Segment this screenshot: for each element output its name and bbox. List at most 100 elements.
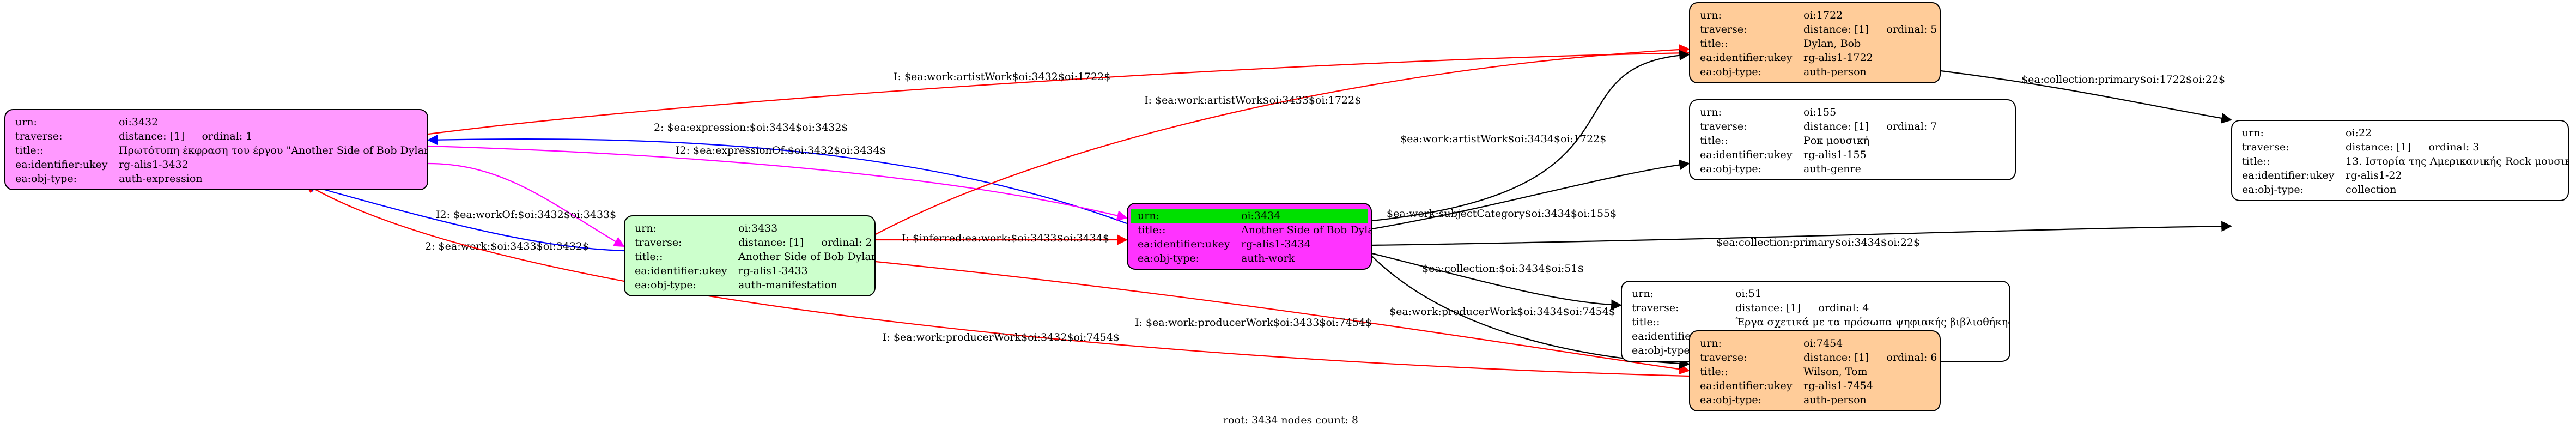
- node-field-value-part: auth-manifestation: [738, 279, 837, 291]
- node-row: ea:obj-type:auth-manifestation: [625, 278, 874, 292]
- node-field-value-part: collection: [2346, 184, 2397, 196]
- node-field-value-part: ordinal: 7: [1886, 120, 1937, 132]
- edge-3432-to-1722: [428, 47, 1690, 135]
- node-field-value-part: distance: [1]: [1803, 23, 1869, 35]
- node-field-value-part: distance: [1]: [738, 237, 804, 249]
- node-field-value: auth-work: [1241, 252, 1295, 264]
- node-field-value-part: auth-person: [1803, 394, 1867, 406]
- node-row: urn: oi:51: [1622, 287, 2009, 301]
- node-field-value-part: oi:51: [1735, 288, 1762, 300]
- node-field-value-part: auth-expression: [119, 173, 203, 185]
- node-field-value: Dylan, Bob: [1803, 38, 1861, 50]
- node-field-value-part: Έργα σχετικά με τα πρόσωπα ψηφιακής βιβλ…: [1735, 316, 2010, 328]
- edge-3433-to-7454: [875, 261, 1690, 375]
- node-row: title::Wilson, Tom: [1690, 365, 1940, 379]
- node-7454[interactable]: urn: oi:7454 traverse: distance: [1]ordinal…: [1689, 330, 1941, 411]
- node-field-key: title::: [1700, 38, 1728, 50]
- node-row: traverse: distance: [1] ordinal: 7: [1690, 119, 2015, 134]
- edge-label: I: $inferred:ea:work:$oi:3433$oi:3434$: [902, 232, 1109, 244]
- node-field-value: rg-alis1-7454: [1803, 380, 1873, 392]
- node-field-value: rg-alis1-3432: [119, 159, 189, 171]
- node-field-value-part: oi:7454: [1803, 337, 1843, 349]
- edge-label: $ea:collection:primary$oi:3434$oi:22$: [1716, 237, 1920, 249]
- node-field-value: Another Side of Bob Dylan: [1241, 224, 1371, 236]
- node-field-value: oi:1722: [1803, 9, 1843, 21]
- node-field-key: urn:: [1632, 288, 1654, 300]
- edge-3434-to-3432: [427, 134, 1127, 225]
- node-field-value-part: oi:22: [2346, 127, 2372, 139]
- edge-1722-to-22: [1940, 70, 2232, 124]
- node-field-value-part: oi:3432: [119, 116, 159, 128]
- node-row: title::Another Side of Bob Dylan: [625, 250, 874, 264]
- edge-label: I: $ea:work:producerWork$oi:3432$oi:7454…: [883, 331, 1120, 343]
- node-field-value: distance: [1]ordinal: 1: [119, 130, 252, 142]
- node-field-value-part: rg-alis1-1722: [1803, 52, 1873, 64]
- edge-label: I: $ea:work:artistWork$oi:3433$oi:1722$: [1144, 94, 1361, 106]
- node-row: ea:obj-type:auth-genre: [1690, 162, 2015, 176]
- node-field-value-part: distance: [1]: [1803, 120, 1869, 132]
- node-row: urn:oi:155: [1690, 105, 2015, 119]
- node-field-key: urn:: [2242, 127, 2264, 139]
- node-field-value: Wilson, Tom: [1803, 366, 1868, 378]
- node-field-key: ea:obj-type:: [1700, 66, 1762, 78]
- node-row: urn: oi:7454: [1690, 336, 1940, 350]
- node-field-key: traverse:: [1700, 352, 1747, 364]
- node-field-key: ea:obj-type:: [1138, 252, 1200, 264]
- node-row: ea:obj-type:auth-person: [1690, 393, 1940, 407]
- node-row: traverse:distance: [1]ordinal: 3: [2232, 140, 2568, 154]
- node-field-value-part: rg-alis1-155: [1803, 149, 1867, 161]
- node-field-key: title::: [635, 251, 663, 263]
- edges-layer: I: $ea:work:artistWork$oi:3432$oi:1722$2…: [304, 44, 2232, 377]
- node-field-key: traverse:: [635, 237, 682, 249]
- edge-3434-to-155: [1371, 159, 1690, 230]
- node-field-value: rg-alis1-22: [2346, 169, 2402, 181]
- edge-3434-to-1722: [1371, 50, 1690, 222]
- node-field-value: collection: [2346, 184, 2397, 196]
- node-field-value-part: Dylan, Bob: [1803, 38, 1861, 50]
- node-field-key: title::: [1700, 366, 1728, 378]
- node-field-value-part: ordinal: 2: [821, 237, 872, 249]
- node-row: title::Πρωτότυπη έκφραση του έργου "Anot…: [5, 143, 427, 158]
- node-field-key: urn:: [1700, 337, 1722, 349]
- node-field-key: urn:: [635, 222, 657, 234]
- node-field-value-part: Another Side of Bob Dylan: [738, 251, 876, 263]
- node-field-value-part: distance: [1]: [2346, 141, 2411, 153]
- node-field-key: title::: [1138, 224, 1166, 236]
- node-field-value: Another Side of Bob Dylan: [738, 251, 876, 263]
- node-field-value-part: oi:3434: [1241, 210, 1281, 222]
- node-row: traverse:distance: [1]ordinal: 5: [1690, 22, 1940, 37]
- node-row: urn:oi:3432: [5, 115, 427, 129]
- node-field-value: rg-alis1-1722: [1803, 52, 1873, 64]
- node-field-key: traverse:: [1632, 302, 1679, 314]
- node-field-key: urn:: [1700, 9, 1722, 21]
- node-field-value-part: distance: [1]: [1735, 302, 1801, 314]
- node-field-value: rg-alis1-3433: [738, 265, 808, 277]
- node-field-key: ea:identifier:ukey: [1700, 52, 1793, 64]
- node-field-value: distance: [1]ordinal: 6: [1803, 352, 1937, 364]
- node-field-key: urn:: [1700, 106, 1722, 118]
- edge-3434-to-22: [1371, 221, 2232, 246]
- node-field-value-part: Ροκ μουσική: [1803, 135, 1870, 147]
- node-field-value: distance: [1]ordinal: 5: [1803, 23, 1937, 35]
- node-field-value: auth-manifestation: [738, 279, 837, 291]
- node-field-key: title::: [15, 144, 44, 156]
- node-field-value: auth-person: [1803, 66, 1867, 78]
- node-field-key: title::: [2242, 155, 2270, 167]
- node-field-value-part: auth-work: [1241, 252, 1295, 264]
- node-field-value-part: distance: [1]: [119, 130, 185, 142]
- node-row: title::Dylan, Bob: [1690, 37, 1940, 51]
- edge-3433-to-3432: [304, 181, 624, 252]
- node-field-value-part: 13. Ιστορία της Αμερικανικής Rock μουσικ…: [2346, 155, 2569, 167]
- footer-caption: root: 3434 nodes count: 8: [1223, 414, 1359, 426]
- node-field-key: traverse:: [1700, 120, 1747, 132]
- node-field-value: auth-genre: [1803, 163, 1861, 175]
